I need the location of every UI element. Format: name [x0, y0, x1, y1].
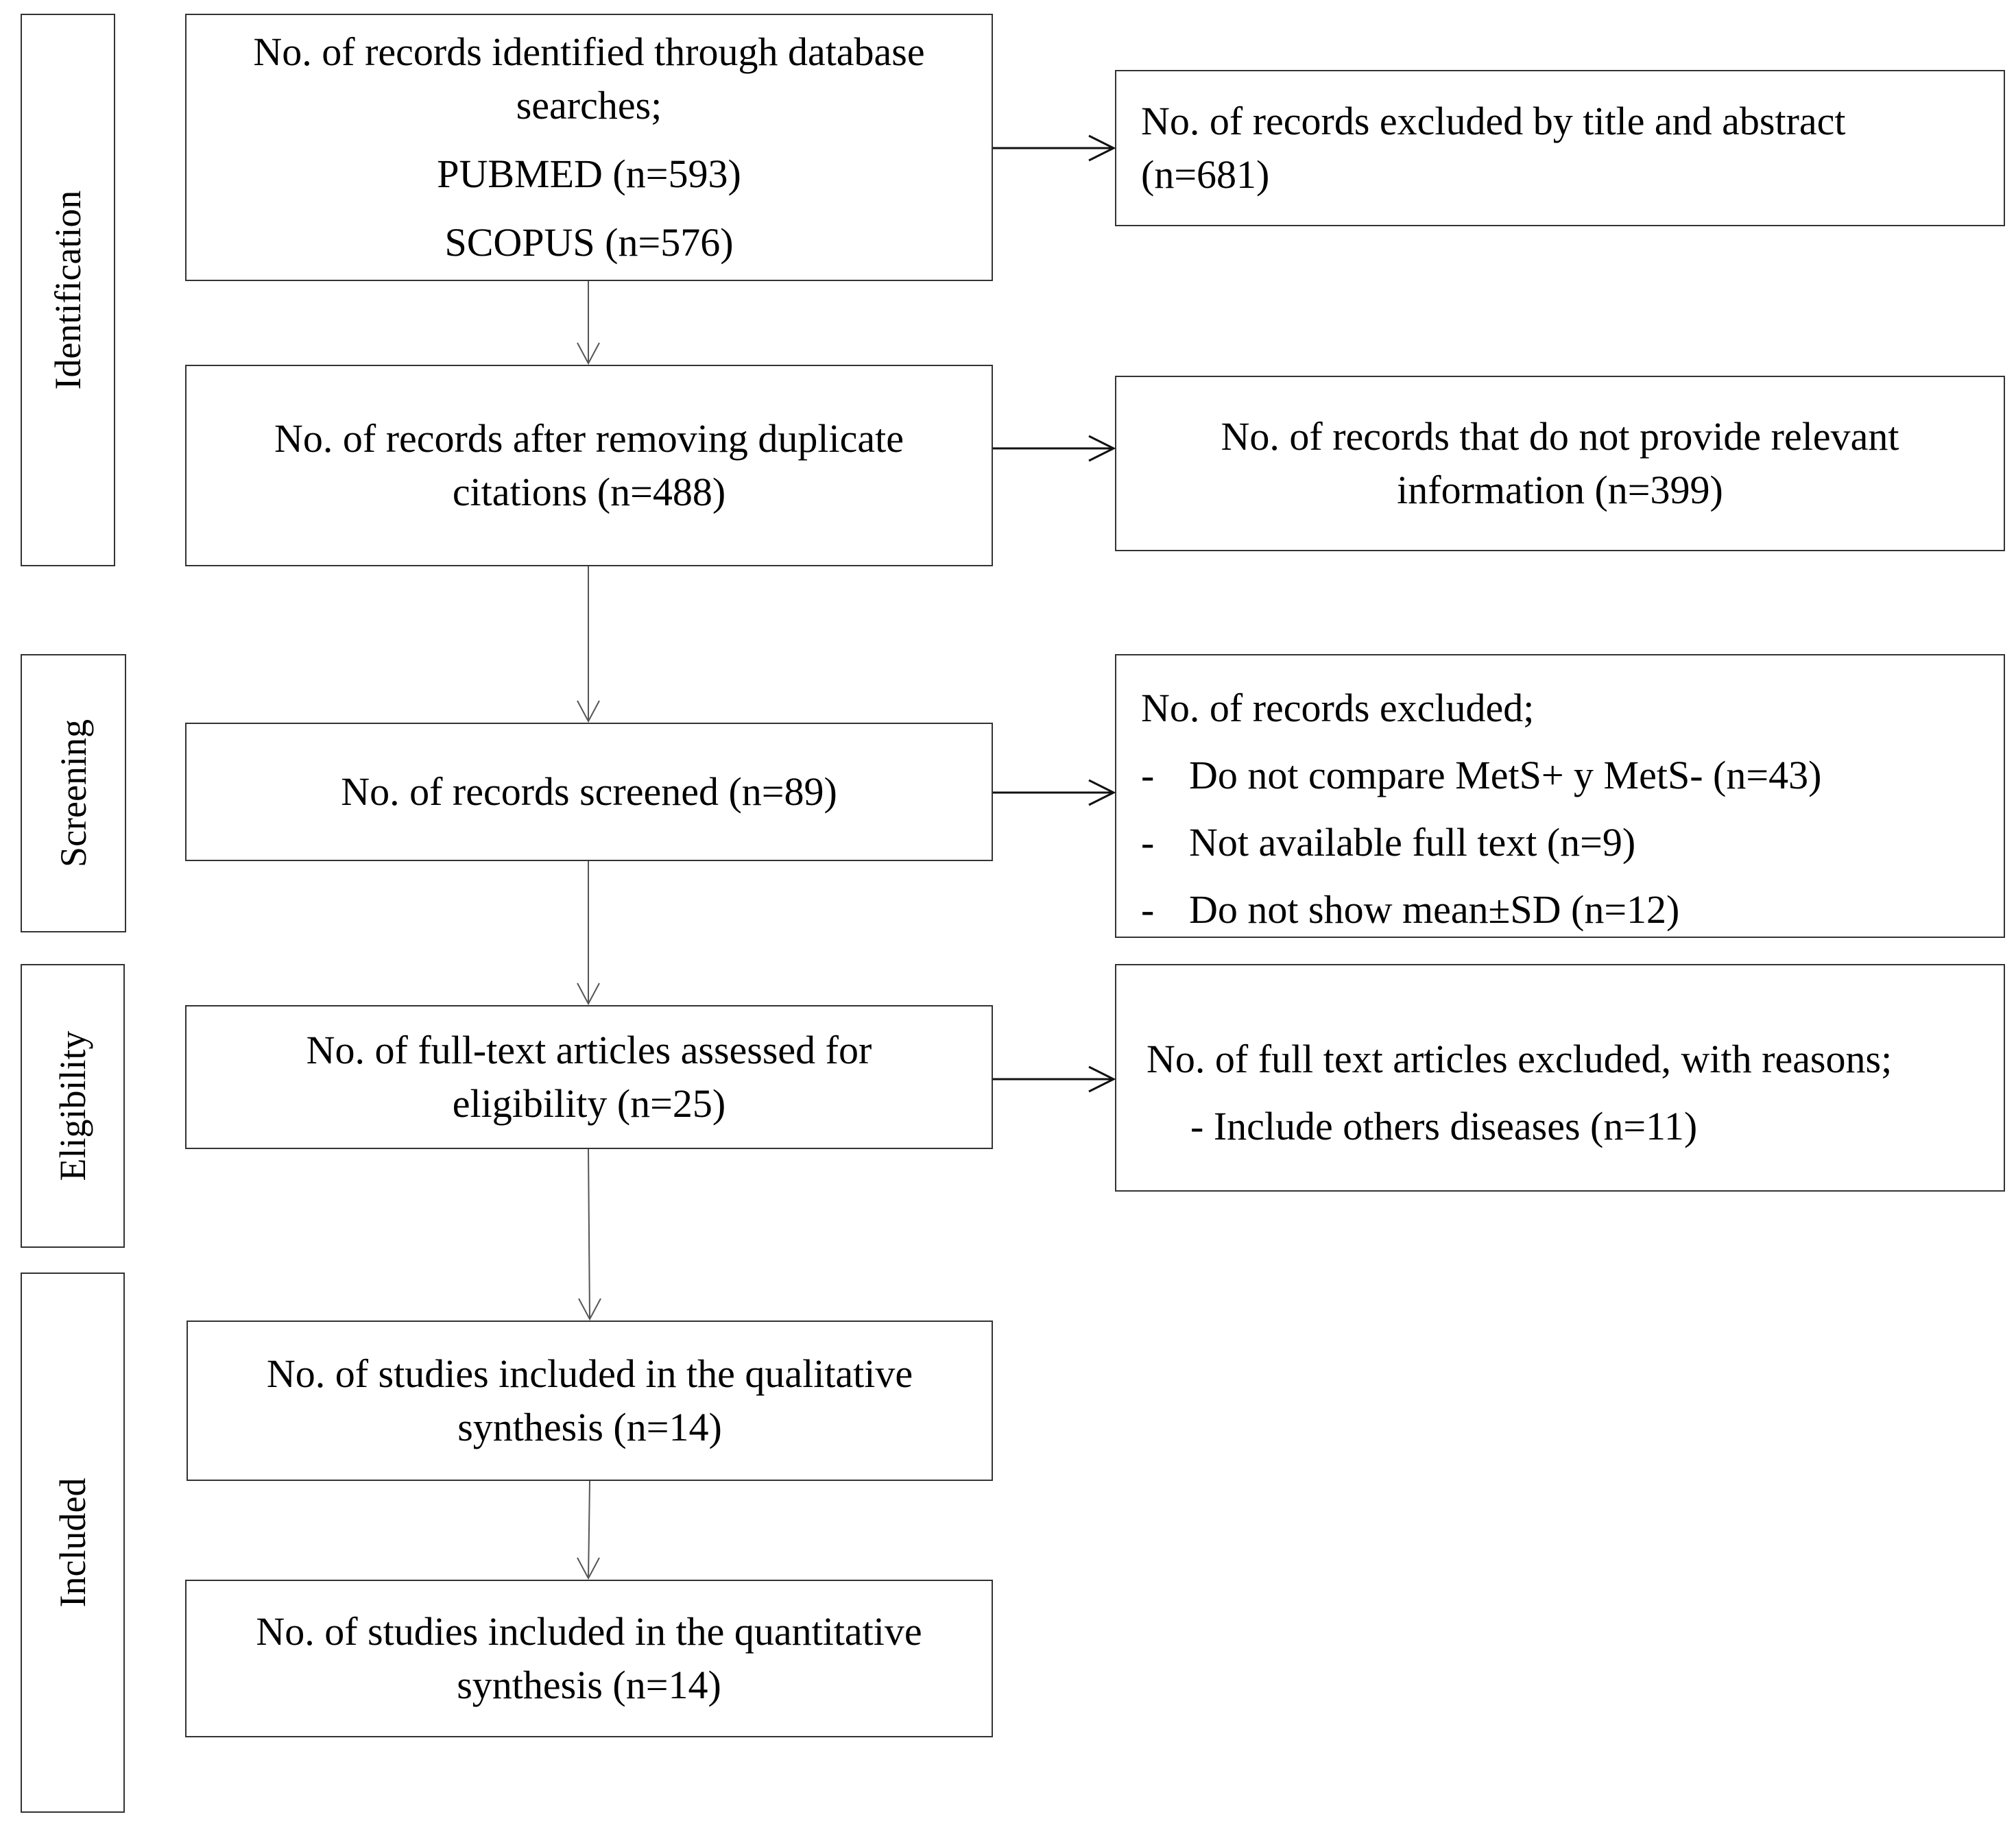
scopus-count: SCOPUS (n=576) [444, 220, 734, 265]
records-excluded-item-3-text: Do not show mean±SD (n=12) [1189, 887, 1680, 932]
arrow-screened-to-records-excluded [993, 779, 1116, 806]
records-excluded-item-2-text: Not available full text (n=9) [1189, 820, 1636, 865]
pubmed-count: PUBMED (n=593) [437, 152, 741, 196]
records-excluded-item-3: - Do not show mean±SD (n=12) [1141, 876, 1990, 943]
bullet-dash: - [1141, 887, 1155, 932]
records-after-duplicates-line1: No. of records after removing duplicate [274, 416, 904, 461]
arrow-full-text-to-qualitative [578, 1148, 601, 1321]
stage-included: Included [21, 1273, 125, 1813]
arrow-duplicates-to-screened [577, 566, 600, 723]
records-after-duplicates-box: No. of records after removing duplicate … [185, 365, 993, 566]
records-excluded-item-2: - Not available full text (n=9) [1141, 809, 1990, 876]
quantitative-synthesis-line2: synthesis (n=14) [457, 1663, 721, 1707]
records-excluded-heading-text: No. of records excluded; [1141, 686, 1535, 730]
stage-screening: Screening [21, 654, 126, 932]
full-text-excluded-item-text: - Include others diseases (n=11) [1190, 1104, 1698, 1148]
qualitative-synthesis-line1: No. of studies included in the qualitati… [266, 1351, 913, 1396]
records-after-duplicates-line2: citations (n=488) [452, 470, 726, 514]
records-identified-line1: No. of records identified through databa… [253, 29, 925, 74]
full-text-excluded-box: No. of full text articles excluded, with… [1115, 964, 2005, 1192]
qualitative-synthesis-line2: synthesis (n=14) [457, 1405, 722, 1449]
arrow-duplicates-to-not-relevant [993, 435, 1116, 462]
not-relevant-box: No. of records that do not provide relev… [1115, 376, 2005, 551]
records-excluded-item-1: - Do not compare MetS+ y MetS- (n=43) [1141, 742, 1990, 809]
records-excluded-heading: No. of records excluded; [1141, 675, 1990, 742]
records-excluded-box: No. of records excluded; - Do not compar… [1115, 654, 2005, 938]
arrow-screened-to-full-text [577, 861, 600, 1006]
records-identified-line2: searches; [516, 83, 662, 128]
full-text-assessed-box: No. of full-text articles assessed for e… [185, 1005, 993, 1149]
full-text-assessed-line1: No. of full-text articles assessed for [306, 1028, 872, 1072]
quantitative-synthesis-line1: No. of studies included in the quantitat… [256, 1609, 922, 1654]
bullet-dash: - [1141, 820, 1155, 865]
arrow-qualitative-to-quantitative [577, 1480, 600, 1580]
records-excluded-item-1-text: Do not compare MetS+ y MetS- (n=43) [1189, 753, 1822, 797]
stage-identification: Identification [21, 14, 115, 566]
arrow-identified-to-duplicates [577, 281, 600, 365]
qualitative-synthesis-box: No. of studies included in the qualitati… [187, 1320, 993, 1481]
full-text-excluded-heading: No. of full text articles excluded, with… [1147, 1026, 1990, 1093]
arrow-full-text-to-excluded [993, 1065, 1116, 1093]
excluded-title-abstract-box: No. of records excluded by title and abs… [1115, 70, 2005, 226]
full-text-assessed-line2: eligibility (n=25) [452, 1081, 726, 1126]
excluded-title-abstract-line1: No. of records excluded by title and abs… [1141, 99, 1846, 143]
records-screened-box: No. of records screened (n=89) [185, 723, 993, 861]
not-relevant-line1: No. of records that do not provide relev… [1221, 414, 1899, 459]
not-relevant-line2: information (n=399) [1397, 468, 1723, 512]
excluded-title-abstract-line2: (n=681) [1141, 152, 1270, 197]
arrow-identified-to-excluded [993, 134, 1116, 162]
records-screened-line1: No. of records screened (n=89) [341, 769, 837, 814]
quantitative-synthesis-box: No. of studies included in the quantitat… [185, 1580, 993, 1737]
stage-eligibility: Eligibility [21, 964, 125, 1248]
bullet-dash: - [1141, 753, 1155, 797]
full-text-excluded-item: - Include others diseases (n=11) [1147, 1093, 1990, 1160]
full-text-excluded-heading-text: No. of full text articles excluded, with… [1147, 1037, 1893, 1081]
records-identified-box: No. of records identified through databa… [185, 14, 993, 281]
